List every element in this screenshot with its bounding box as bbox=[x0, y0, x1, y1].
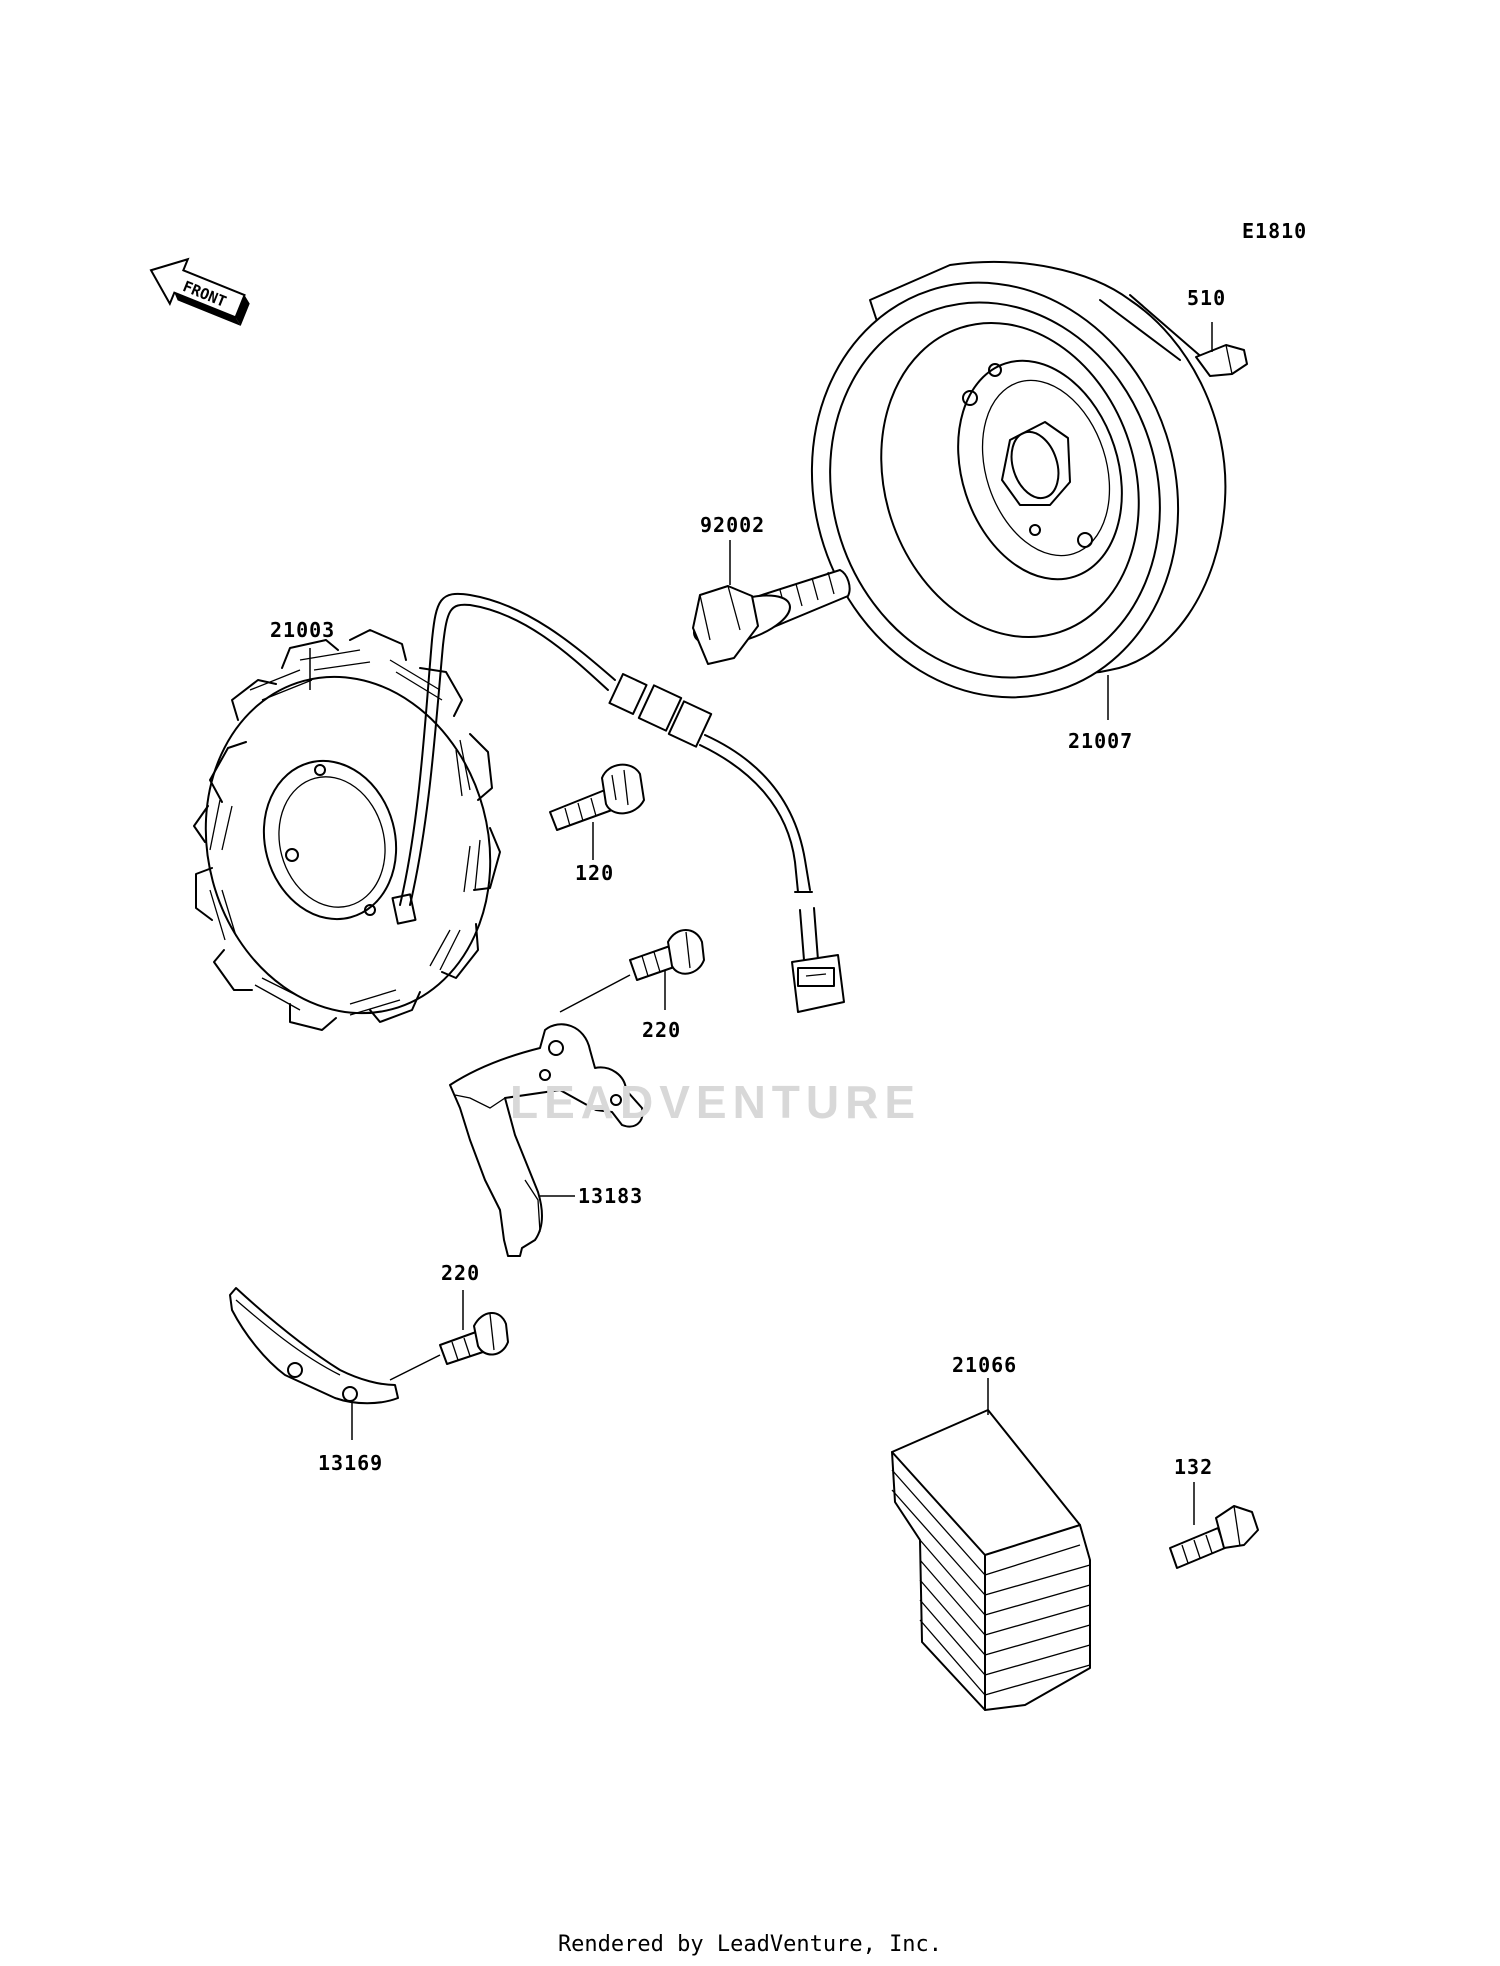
label-92002[interactable]: 92002 bbox=[700, 513, 765, 537]
plate-13169[interactable] bbox=[229, 1287, 399, 1405]
diagram-code: E1810 bbox=[1242, 219, 1307, 243]
bracket-13183[interactable] bbox=[449, 1023, 644, 1257]
wire-harness bbox=[399, 592, 845, 1013]
guide-line-220-lower bbox=[389, 1354, 441, 1381]
screw-220-lower[interactable] bbox=[439, 1312, 509, 1365]
bolt-132[interactable] bbox=[1169, 1505, 1259, 1569]
stator-coil-21003[interactable] bbox=[169, 629, 527, 1045]
label-13169[interactable]: 13169 bbox=[318, 1451, 383, 1475]
key-510[interactable] bbox=[1195, 344, 1248, 377]
label-510[interactable]: 510 bbox=[1187, 286, 1226, 310]
screw-220-upper[interactable] bbox=[629, 929, 705, 981]
flywheel-rotor-21007[interactable] bbox=[759, 235, 1231, 746]
label-132[interactable]: 132 bbox=[1174, 1455, 1213, 1479]
guide-line-220-upper bbox=[559, 974, 631, 1013]
bolt-120[interactable] bbox=[549, 763, 645, 831]
front-arrow-icon: FRONT bbox=[149, 257, 250, 326]
label-21003[interactable]: 21003 bbox=[270, 618, 335, 642]
label-120[interactable]: 120 bbox=[575, 861, 614, 885]
footer-credit: Rendered by LeadVenture, Inc. bbox=[557, 1932, 943, 1957]
regulator-21066[interactable] bbox=[891, 1409, 1091, 1711]
label-220-lower[interactable]: 220 bbox=[441, 1261, 480, 1285]
watermark: LEADVENTURE bbox=[510, 1076, 922, 1128]
bolt-92002[interactable] bbox=[688, 569, 851, 665]
label-13183[interactable]: 13183 bbox=[578, 1184, 643, 1208]
label-21007[interactable]: 21007 bbox=[1068, 729, 1133, 753]
label-220-upper[interactable]: 220 bbox=[642, 1018, 681, 1042]
label-21066[interactable]: 21066 bbox=[952, 1353, 1017, 1377]
